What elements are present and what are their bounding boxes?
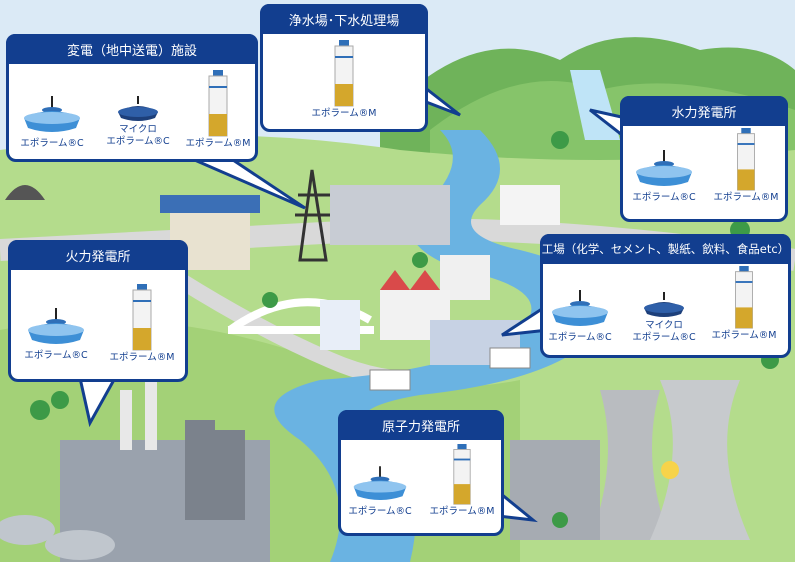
radiation-symbol [661,461,679,479]
product-label: エポラーム®C [632,192,696,203]
callout-thermal: 火力発電所 エポラーム®C エポラーム®M [8,240,188,382]
epolam-c-icon [28,308,84,344]
callout-title: 工場（化学、セメント、製紙、飲料、食品etc） [540,234,791,264]
callout-tail-thermal [78,378,117,428]
micro-epolam-c-icon [118,96,158,121]
tunnel [5,185,45,200]
callout-title: 火力発電所 [8,240,188,270]
product-label-top: マイクロ [645,320,683,331]
product-epolam-m: エポラーム®M [422,444,502,518]
product-epolam-c: エポラーム®C [340,464,420,518]
epolam-c-icon [552,290,608,326]
callout-title: 変電（地中送電）施設 [6,34,258,64]
product-label: エポラーム®M [713,192,779,203]
epolam-m-icon [453,444,471,505]
cooling-tower [590,390,670,540]
epolam-m-icon [208,70,228,137]
product-epolam-c: エポラーム®C [624,148,704,204]
callout-title: 浄水場･下水処理場 [260,4,428,34]
product-label: エポラーム®M [311,108,377,119]
epolam-m-icon [334,40,354,107]
epolam-c-icon [353,466,407,500]
product-epolam-c: エポラーム®C [12,94,92,150]
product-epolam-m: エポラーム®M [704,266,784,342]
epolam-c-icon [24,96,80,132]
product-micro-epolam-c: マイクロ エポラーム®C [98,94,178,148]
product-label: エポラーム®C [24,350,88,361]
callout-substation: 変電（地中送電）施設 エポラーム®C マイクロ エポラーム®C エポラーム®M [6,34,258,162]
product-label: エポラーム®C [548,332,612,343]
product-epolam-c: エポラーム®C [540,288,620,344]
product-label: エポラーム®C [20,138,84,149]
product-epolam-m: エポラーム®M [178,70,258,150]
micro-epolam-c-icon [644,292,684,317]
product-label: エポラーム®M [109,352,175,363]
product-label-top: マイクロ [119,124,157,135]
product-micro-epolam-c: マイクロ エポラーム®C [624,290,704,344]
product-epolam-m: エポラーム®M [706,128,786,204]
product-epolam-m: エポラーム®M [304,40,384,120]
product-label: エポラーム®C [632,332,696,343]
callout-title: 原子力発電所 [338,410,504,440]
epolam-m-icon [737,128,755,191]
product-epolam-m: エポラーム®M [102,284,182,364]
callout-tail-substation [190,158,306,210]
product-epolam-c: エポラーム®C [16,306,96,362]
substation-building [330,185,450,245]
epolam-m-icon [735,266,753,329]
product-label: エポラーム®M [185,138,251,149]
callout-title: 水力発電所 [620,96,788,126]
callout-nuclear: 原子力発電所 エポラーム®C エポラーム®M [338,410,504,536]
product-label: エポラーム®C [106,136,170,147]
epolam-c-icon [636,150,692,186]
product-label: エポラーム®C [348,506,412,517]
callout-hydro: 水力発電所 エポラーム®C エポラーム®M [620,96,788,222]
epolam-m-icon [132,284,152,351]
product-label: エポラーム®M [711,330,777,341]
callout-water-treatment: 浄水場･下水処理場 エポラーム®M [260,4,428,132]
callout-factory: 工場（化学、セメント、製紙、飲料、食品etc） エポラーム®C マイクロ エポラ… [540,234,791,358]
product-label: エポラーム®M [429,506,495,517]
